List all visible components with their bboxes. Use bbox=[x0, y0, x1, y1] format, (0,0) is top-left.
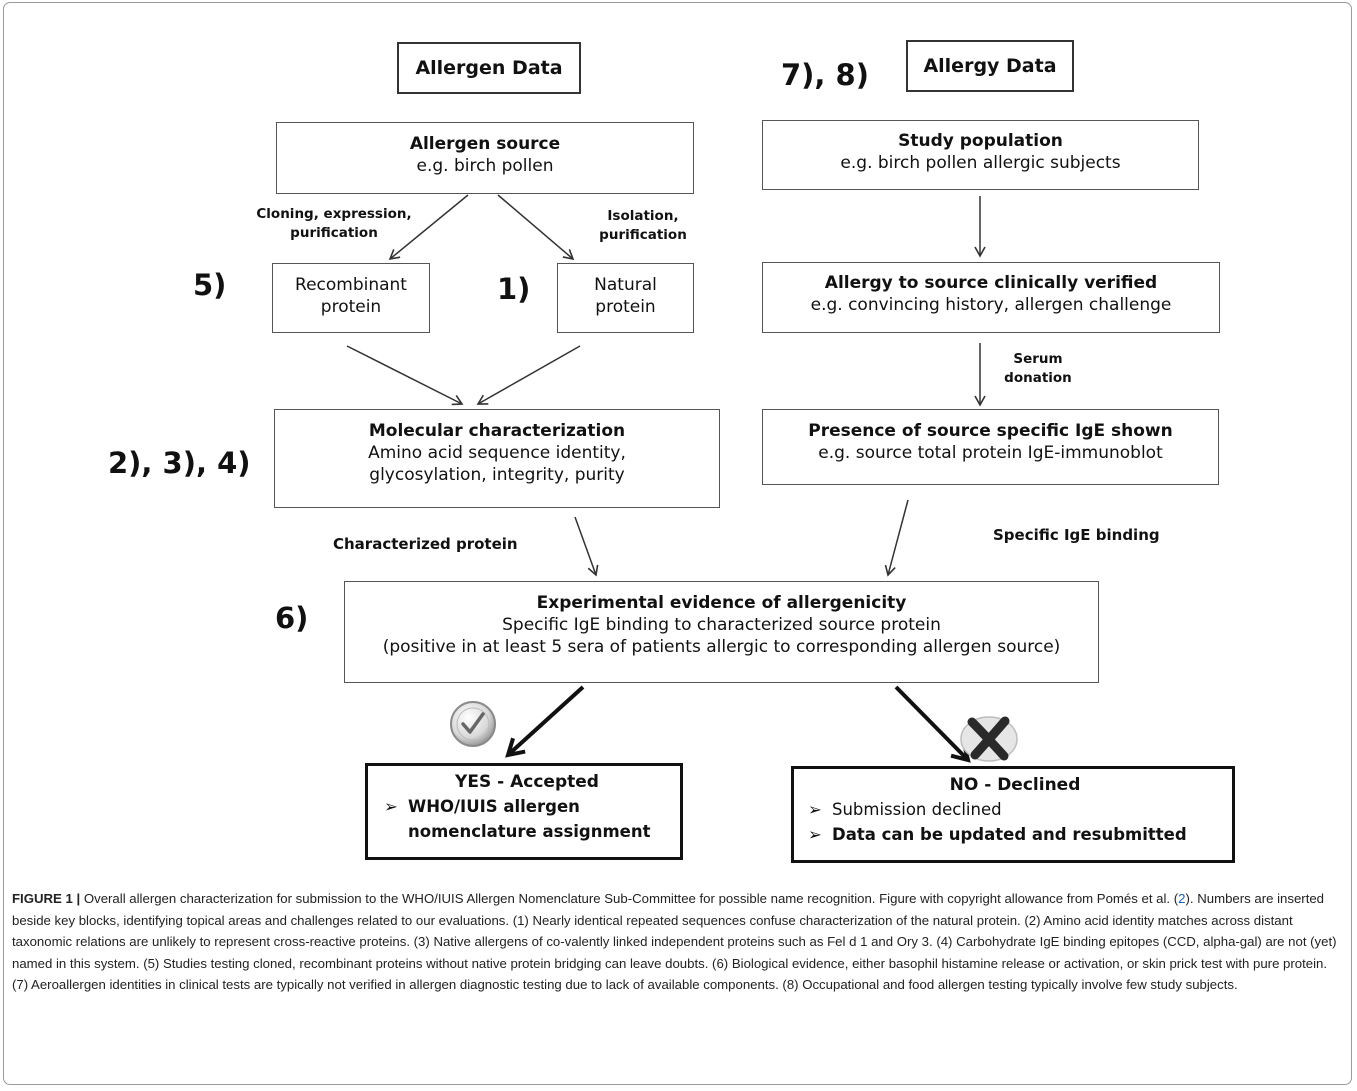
yes-bullet-icon: ➢ bbox=[384, 797, 398, 816]
yes-title: YES - Accepted bbox=[455, 772, 599, 792]
study-population-sub: e.g. birch pollen allergic subjects bbox=[840, 153, 1121, 173]
experimental-evidence-box: Experimental evidence of allergenicity S… bbox=[344, 581, 1099, 683]
yes-item-line2: nomenclature assignment bbox=[408, 822, 651, 841]
number-6: 6) bbox=[275, 601, 309, 635]
molecular-sub2: glycosylation, integrity, purity bbox=[369, 465, 625, 485]
allergen-data-header: Allergen Data bbox=[397, 42, 581, 94]
yes-item: ➢ WHO/IUIS allergen nomenclature assignm… bbox=[384, 794, 670, 844]
caption-reference-link[interactable]: 2 bbox=[1178, 891, 1186, 906]
label-serum-line2: donation bbox=[1004, 370, 1072, 386]
presence-ige-box: Presence of source specific IgE shown e.… bbox=[762, 409, 1219, 485]
yes-item-line1: WHO/IUIS allergen bbox=[408, 797, 580, 816]
x-mark-icon bbox=[960, 716, 1018, 762]
no-bullet-icon-1: ➢ bbox=[808, 800, 822, 819]
label-serum: Serum donation bbox=[998, 350, 1078, 388]
allergen-source-title: Allergen source bbox=[409, 134, 561, 154]
allergy-verified-box: Allergy to source clinically verified e.… bbox=[762, 262, 1220, 333]
allergy-data-header: Allergy Data bbox=[906, 40, 1074, 92]
yes-accepted-box: YES - Accepted ➢ WHO/IUIS allergen nomen… bbox=[365, 763, 683, 860]
no-title: NO - Declined bbox=[949, 775, 1081, 795]
arrow-source-to-natural bbox=[497, 194, 575, 261]
no-item-2-text: Data can be updated and resubmitted bbox=[832, 825, 1187, 844]
caption-text-part1: Overall allergen characterization for su… bbox=[80, 891, 1179, 906]
label-cloning-line1: Cloning, expression, bbox=[256, 206, 412, 222]
no-declined-box: NO - Declined ➢ Submission declined ➢ Da… bbox=[791, 766, 1235, 863]
arrow-to-yes bbox=[505, 685, 585, 758]
arrow-recombinant-to-molecular bbox=[346, 345, 464, 406]
label-isolation-line1: Isolation, bbox=[607, 208, 679, 224]
arrow-source-to-recombinant bbox=[388, 194, 469, 261]
molecular-characterization-box: Molecular characterization Amino acid se… bbox=[274, 409, 720, 508]
arrow-molecular-to-experimental bbox=[574, 516, 599, 577]
arrow-natural-to-molecular bbox=[476, 345, 581, 405]
number-1: 1) bbox=[497, 272, 531, 306]
label-specific-ige-binding: Specific IgE binding bbox=[993, 526, 1160, 544]
natural-line2: protein bbox=[595, 297, 656, 317]
number-5: 5) bbox=[193, 268, 227, 302]
recombinant-line1: Recombinant bbox=[295, 275, 407, 295]
molecular-title: Molecular characterization bbox=[368, 421, 626, 441]
label-serum-line1: Serum bbox=[1013, 351, 1063, 367]
caption-figure-label: FIGURE 1 | bbox=[12, 891, 81, 906]
label-cloning-line2: purification bbox=[290, 225, 378, 241]
allergy-verified-title: Allergy to source clinically verified bbox=[824, 273, 1158, 293]
allergen-source-box: Allergen source e.g. birch pollen bbox=[276, 122, 694, 194]
label-cloning: Cloning, expression, purification bbox=[254, 205, 414, 243]
arrow-to-no bbox=[894, 685, 971, 763]
arrow-presence-to-experimental bbox=[884, 499, 909, 577]
presence-ige-title: Presence of source specific IgE shown bbox=[808, 421, 1173, 441]
label-characterized-protein: Characterized protein bbox=[333, 535, 518, 553]
figure-frame bbox=[3, 2, 1352, 1085]
number-2-3-4: 2), 3), 4) bbox=[108, 446, 251, 480]
experimental-sub1: Specific IgE binding to characterized so… bbox=[502, 615, 941, 635]
no-item-2: ➢ Data can be updated and resubmitted bbox=[808, 822, 1222, 847]
flow-arrows bbox=[346, 194, 986, 763]
recombinant-protein-box: Recombinant protein bbox=[272, 263, 430, 333]
caption-text-part2: ). Numbers are inserted beside key block… bbox=[12, 891, 1337, 992]
no-item-1-text: Submission declined bbox=[832, 800, 1002, 819]
no-item-1: ➢ Submission declined bbox=[808, 797, 1222, 822]
label-isolation: Isolation, purification bbox=[588, 207, 698, 245]
natural-protein-box: Natural protein bbox=[557, 263, 694, 333]
experimental-sub2: (positive in at least 5 sera of patients… bbox=[382, 637, 1061, 657]
study-population-title: Study population bbox=[898, 131, 1063, 151]
allergy-verified-sub: e.g. convincing history, allergen challe… bbox=[810, 295, 1172, 315]
label-isolation-line2: purification bbox=[599, 227, 687, 243]
allergen-source-sub: e.g. birch pollen bbox=[416, 156, 554, 176]
figure-caption: FIGURE 1 | Overall allergen characteriza… bbox=[12, 888, 1342, 996]
molecular-sub1: Amino acid sequence identity, bbox=[368, 443, 626, 463]
check-circle-icon bbox=[450, 701, 496, 747]
study-population-box: Study population e.g. birch pollen aller… bbox=[762, 120, 1199, 190]
natural-line1: Natural bbox=[594, 275, 657, 295]
no-bullet-icon-2: ➢ bbox=[808, 825, 822, 844]
experimental-title: Experimental evidence of allergenicity bbox=[536, 593, 907, 613]
presence-ige-sub: e.g. source total protein IgE-immunoblot bbox=[818, 443, 1163, 463]
number-7-8: 7), 8) bbox=[781, 58, 869, 92]
recombinant-line2: protein bbox=[320, 297, 382, 317]
